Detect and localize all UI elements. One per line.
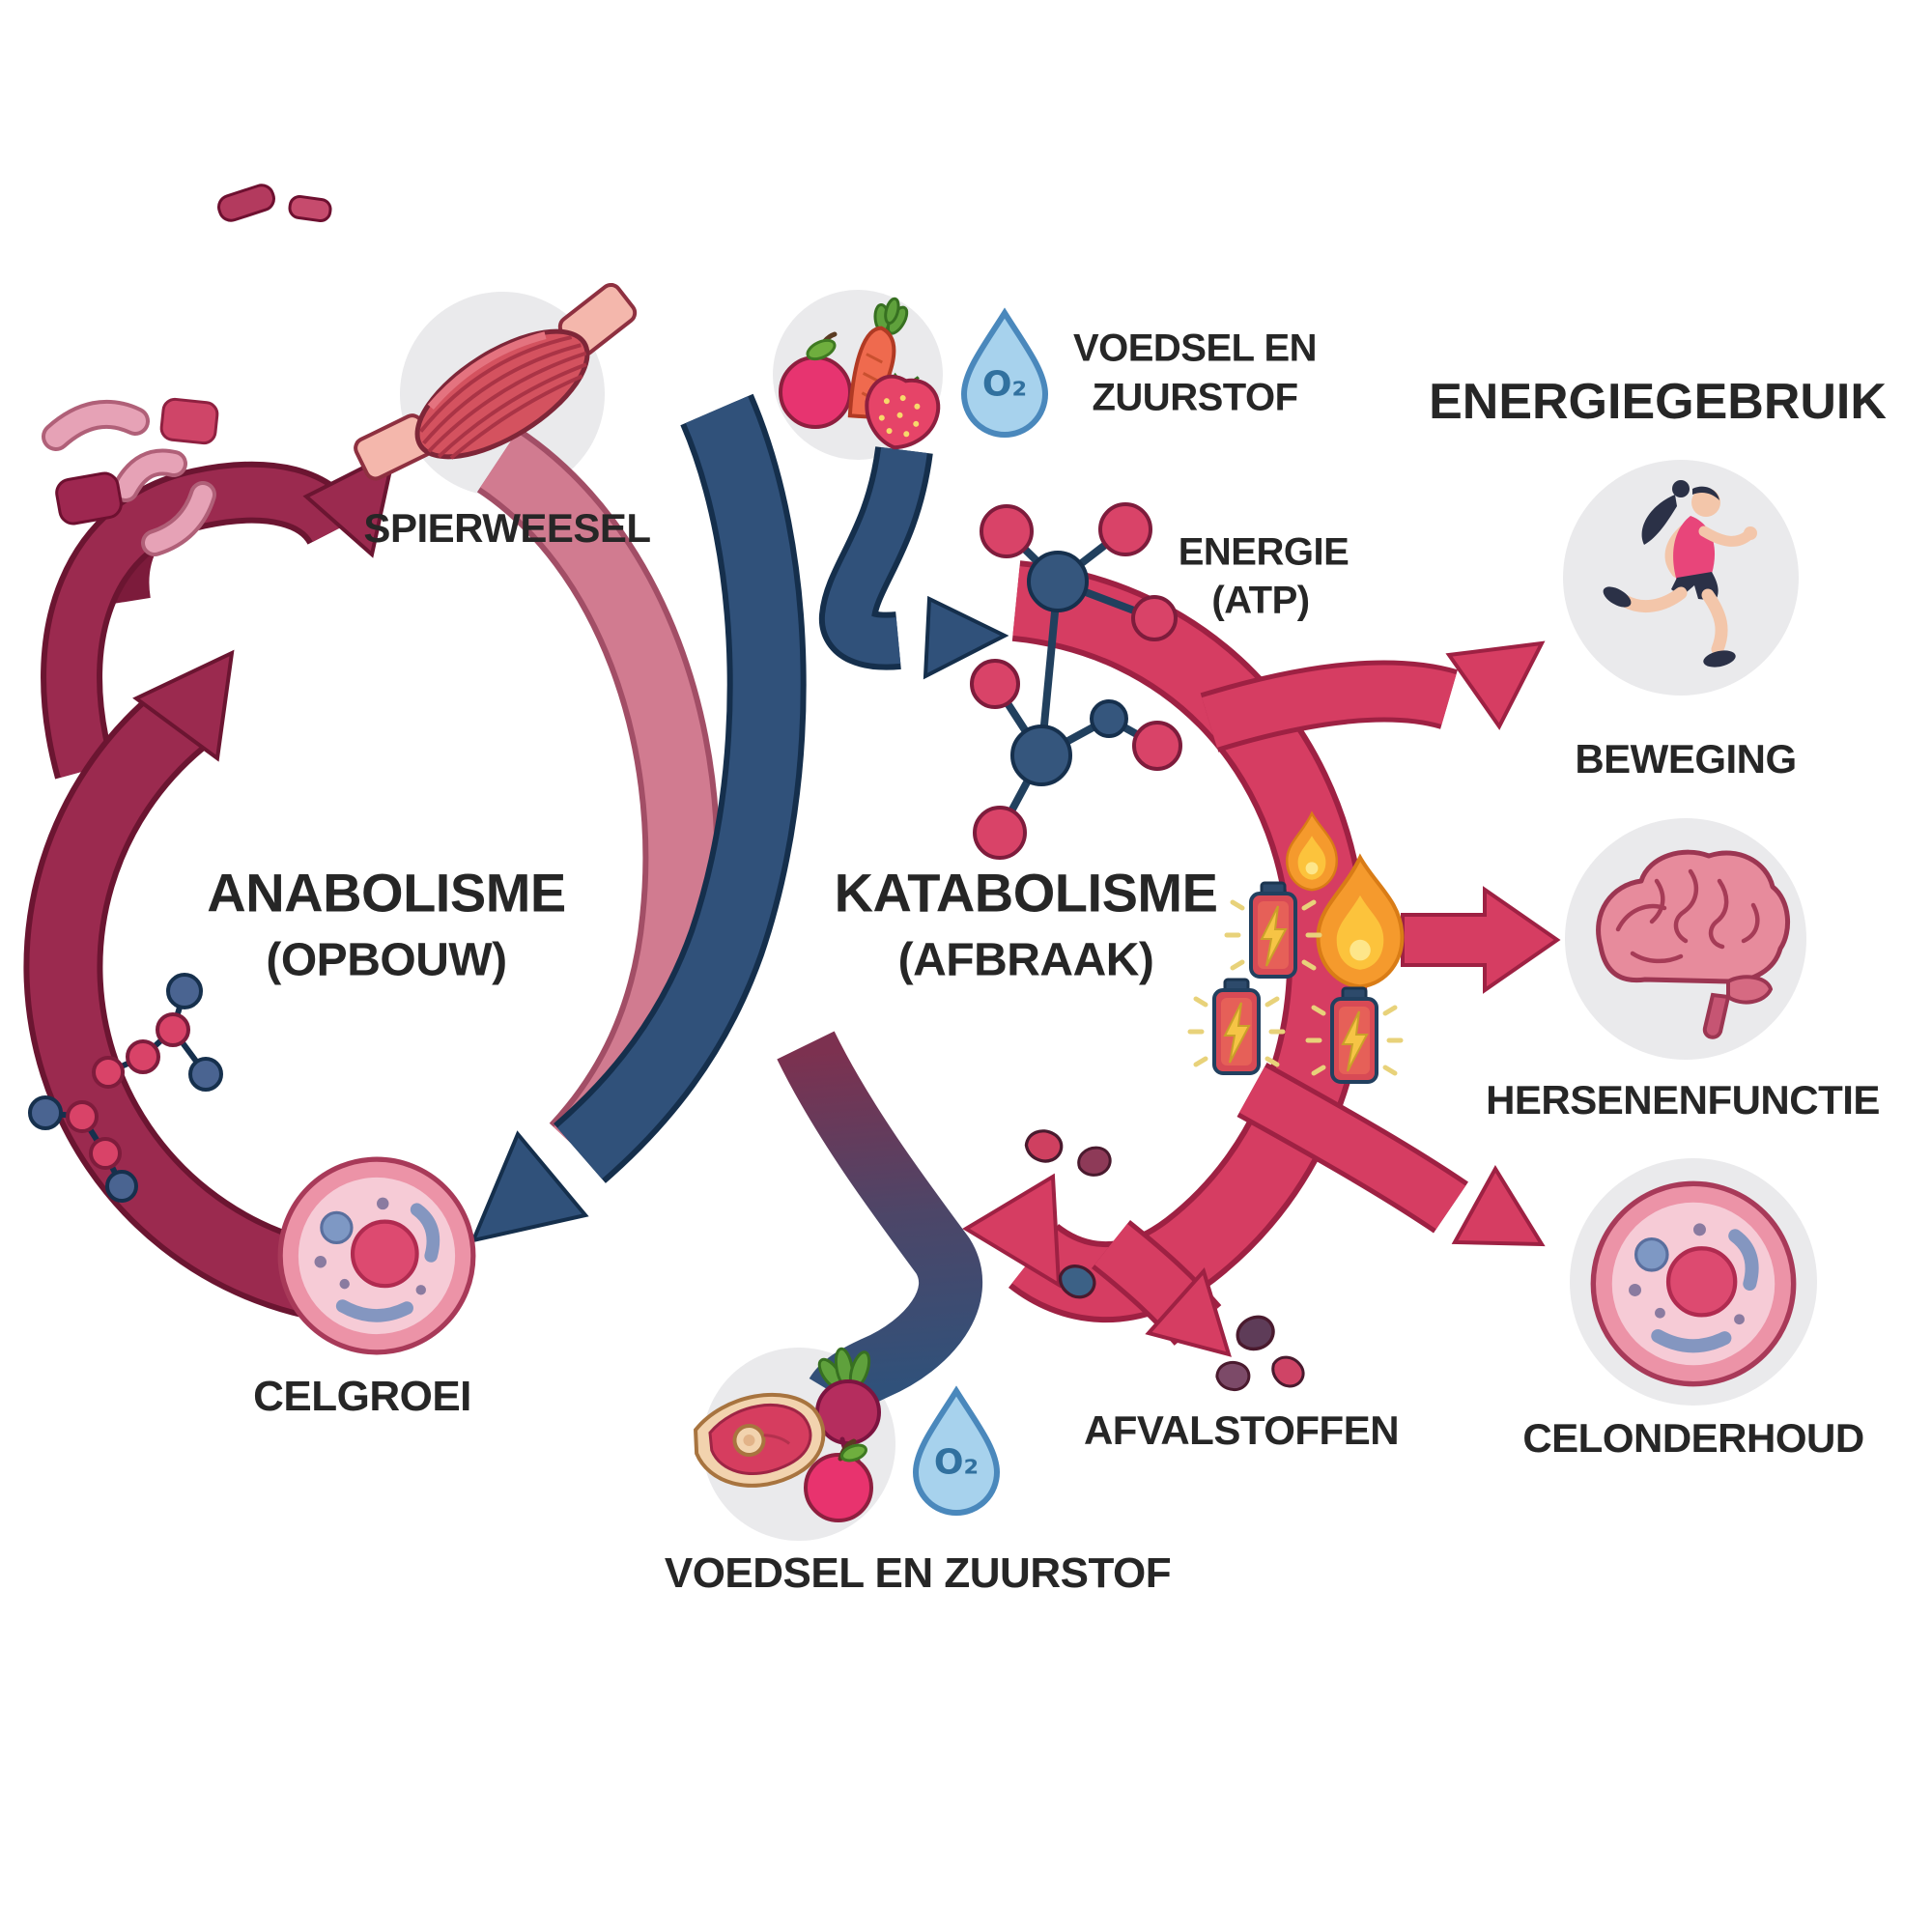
voedsel-bottom-label: VOEDSEL EN ZUURSTOF: [664, 1549, 1172, 1597]
meat-food-icon: [694, 1347, 881, 1522]
o2-label-top: O₂: [981, 364, 1028, 405]
energie-label: ENERGIE: [1178, 530, 1350, 574]
arrowhead-to-runner: [1445, 640, 1546, 730]
arrowhead-to-cell: [1451, 1165, 1546, 1247]
atp-label: (ATP): [1211, 579, 1310, 622]
beweging-exit-arrow: [1200, 640, 1546, 753]
o2-label-bottom: O₂: [933, 1442, 980, 1483]
brain-icon: [1596, 849, 1791, 1039]
blue-hook-arrow: [819, 445, 1009, 680]
protein-fragments-icon: [42, 184, 332, 556]
celonderhoud-exit-arrow: [1236, 1062, 1546, 1247]
celonderhoud-label: CELONDERHOUD: [1522, 1415, 1864, 1461]
fruit-food-icon: [779, 297, 941, 450]
anabolisme-title: ANABOLISME: [207, 862, 566, 923]
muscle-icon: [354, 282, 638, 481]
brain-arrow: [1401, 886, 1561, 994]
waste-branch-arrow: [1092, 1220, 1232, 1357]
katabolisme-subtitle: (AFBRAAK): [897, 934, 1154, 986]
arrowhead-left-bottom: [962, 1173, 1062, 1289]
arrowhead-to-atp: [923, 595, 1009, 680]
runner-icon: [1603, 480, 1757, 668]
arrowhead-to-waste: [1145, 1267, 1232, 1357]
battery-icon: [1190, 980, 1283, 1073]
celgroei-label: CELGROEI: [253, 1373, 471, 1420]
atp-molecule-icon: [970, 502, 1182, 860]
beweging-label: BEWEGING: [1575, 736, 1797, 781]
cell-icon-celonderhoud: [1593, 1183, 1793, 1383]
voedsel-top-label-line1: VOEDSEL EN: [1072, 327, 1318, 370]
spierweesel-label: SPIERWEESEL: [363, 505, 651, 551]
bottom-input-band: [777, 1031, 982, 1413]
cell-icon-celgroei: [280, 1159, 473, 1352]
anabolisme-subtitle: (OPBOUW): [266, 934, 507, 986]
hersenenfunctie-label: HERSENENFUNCTIE: [1486, 1077, 1880, 1122]
afvalstoffen-label: AFVALSTOFFEN: [1083, 1407, 1400, 1453]
page-title: ENERGIEGEBRUIK: [1429, 374, 1887, 430]
arrowhead-to-celgroei: [469, 1130, 589, 1243]
voedsel-top-label-line2: ZUURSTOF: [1092, 376, 1298, 419]
arrowhead-up-left: [132, 649, 235, 762]
anabolisme-left-arc: [23, 649, 363, 1326]
building-block-molecules-icon: [28, 973, 223, 1203]
blue-lens-arrow: [469, 393, 807, 1243]
katabolisme-title: KATABOLISME: [834, 862, 1218, 923]
